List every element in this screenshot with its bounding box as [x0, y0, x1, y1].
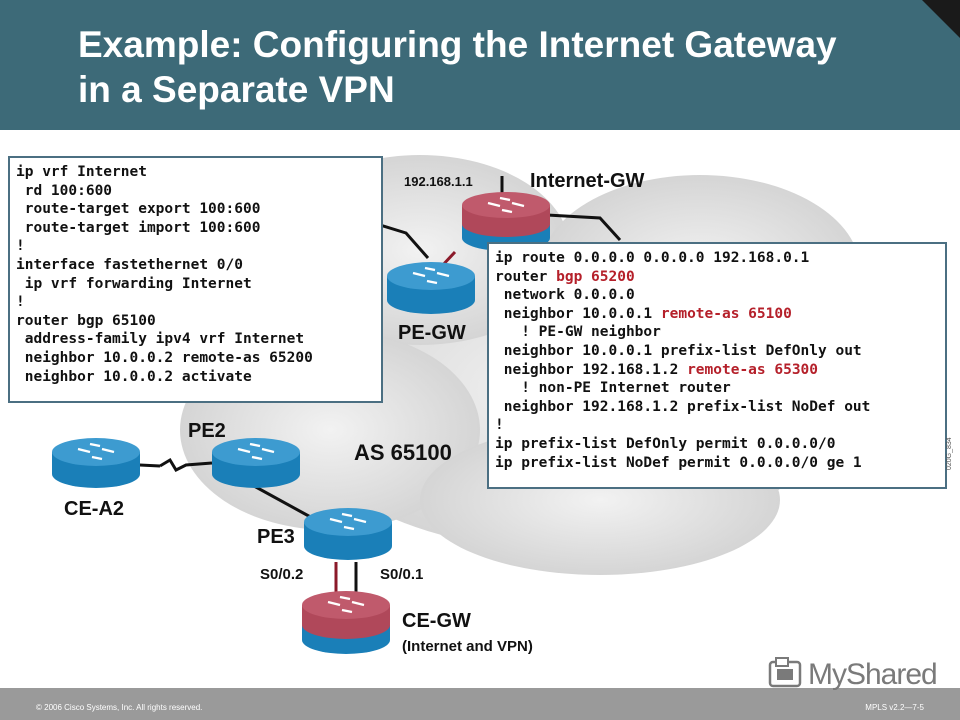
router-ce-gw [302, 591, 390, 654]
slide-footer [0, 688, 960, 720]
config-line: route-target import 100:600 [16, 219, 261, 236]
router-pe-gw [387, 262, 475, 314]
config-text: router [495, 268, 557, 285]
config-text: ip route 0.0.0.0 0.0.0.0 192.168.0.1 [495, 250, 810, 266]
router-pe2 [212, 438, 300, 488]
logo-text: MyShared [808, 658, 938, 691]
config-line: interface fastethernet 0/0 [16, 256, 243, 273]
config-line: router bgp 65200 [495, 268, 939, 287]
internet-gw-ip-label: 192.168.1.1 [404, 174, 473, 189]
config-text: ip prefix-list NoDef permit 0.0.0.0/0 ge… [495, 454, 862, 471]
config-line: rd 100:600 [16, 182, 113, 199]
config-text: neighbor 10.0.0.1 [495, 305, 661, 322]
ce-gw-label: CE-GW [402, 610, 471, 632]
config-text: network 0.0.0.0 [495, 287, 635, 304]
config-text: ! [495, 417, 504, 434]
config-line: ! non-PE Internet router [495, 379, 939, 398]
config-highlight: remote-as 65100 [660, 305, 792, 322]
config-line: neighbor 10.0.0.2 activate [16, 368, 252, 385]
config-line: network 0.0.0.0 [495, 286, 939, 305]
config-line: neighbor 10.0.0.1 remote-as 65100 [495, 305, 939, 324]
config-line: neighbor 192.168.1.2 remote-as 65300 [495, 361, 939, 380]
ce-a2-label: CE-A2 [64, 498, 125, 520]
figure-code: 020G_834 [946, 437, 953, 470]
config-line: ip prefix-list DefOnly permit 0.0.0.0/0 [495, 435, 939, 454]
config-highlight: bgp 65200 [556, 268, 635, 285]
config-text: ! PE-GW neighbor [495, 324, 661, 341]
config-highlight: remote-as 65300 [687, 361, 819, 378]
myshared-logo-icon [768, 657, 802, 688]
config-line: ip prefix-list NoDef permit 0.0.0.0/0 ge… [495, 454, 939, 473]
pe-gw-label: PE-GW [398, 322, 466, 344]
internet-gw-config-box: ip route 0.0.0.0 0.0.0.0 192.168.0.1 rout… [487, 242, 947, 489]
config-line: neighbor 10.0.0.2 remote-as 65200 [16, 349, 313, 366]
course-id: MPLS v2.2—7-5 [865, 703, 924, 712]
config-text: neighbor 192.168.1.2 [495, 361, 688, 378]
internet-gw-label: Internet-GW [530, 170, 645, 192]
pe-gw-config-box: ip vrf Internet rd 100:600 route-target … [8, 156, 383, 403]
slide-title: Example: Configuring the Internet Gatewa… [78, 22, 837, 112]
copyright-text: © 2006 Cisco Systems, Inc. All rights re… [36, 703, 203, 712]
config-line: neighbor 10.0.0.1 prefix-list DefOnly ou… [495, 342, 939, 361]
config-line: ! [495, 416, 939, 435]
config-line: ip route 0.0.0.0 0.0.0.0 192.168.0.1 [495, 249, 939, 268]
slide-header [0, 0, 960, 130]
config-line: ! [16, 238, 25, 255]
router-pe3 [304, 508, 392, 560]
config-line: route-target export 100:600 [16, 201, 261, 218]
s002-label: S0/0.2 [260, 566, 304, 583]
config-line: ip vrf forwarding Internet [16, 275, 252, 292]
pe2-label: PE2 [188, 420, 226, 442]
router-ce-a2 [52, 438, 140, 488]
config-text: ip prefix-list DefOnly permit 0.0.0.0/0 [495, 435, 836, 452]
config-text: neighbor 192.168.1.2 prefix-list NoDef o… [495, 398, 871, 415]
as-label: AS 65100 [354, 440, 452, 465]
pe3-label: PE3 [257, 526, 295, 548]
title-line-1: Example: Configuring the Internet Gatewa… [78, 24, 837, 65]
page-corner [922, 0, 960, 38]
config-line: ! PE-GW neighbor [495, 323, 939, 342]
config-line: ip vrf Internet [16, 164, 147, 180]
config-text: neighbor 10.0.0.1 prefix-list DefOnly ou… [495, 342, 862, 359]
title-line-2: in a Separate VPN [78, 69, 395, 110]
ce-gw-sublabel: (Internet and VPN) [402, 638, 533, 655]
config-line: neighbor 192.168.1.2 prefix-list NoDef o… [495, 398, 939, 417]
config-text: ! non-PE Internet router [495, 380, 731, 397]
config-line: router bgp 65100 [16, 312, 156, 329]
config-line: ! [16, 294, 25, 311]
config-line: address-family ipv4 vrf Internet [16, 331, 305, 348]
s001-label: S0/0.1 [380, 566, 424, 583]
router-internet-gw [462, 192, 550, 251]
